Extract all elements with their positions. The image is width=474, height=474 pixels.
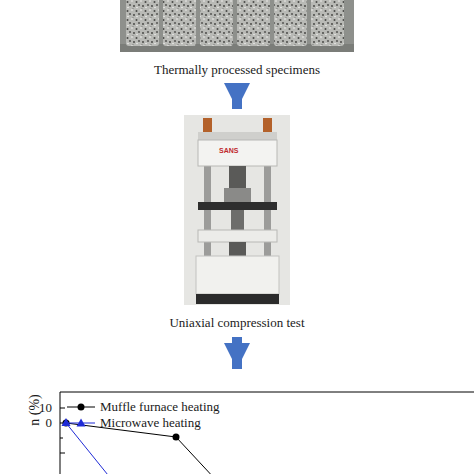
tick-label: 0: [20, 415, 52, 431]
illustration-part: [163, 0, 196, 46]
brand-logo: SANS: [219, 146, 238, 155]
tick-label: 10: [20, 400, 52, 416]
illustration-part: [198, 202, 277, 210]
illustration-part: [203, 118, 212, 132]
legend-sample: [66, 417, 96, 429]
illustration-part: [184, 115, 290, 305]
legend-text: Muffle furnace heating: [100, 399, 220, 415]
illustration-part: [66, 423, 216, 474]
illustration-part: [274, 0, 307, 46]
illustration-part: [66, 423, 112, 474]
illustration-part: [196, 256, 279, 294]
illustration-part: [237, 0, 270, 46]
illustration-part: [231, 210, 244, 230]
photo-panel: Thermally processed specimens: [120, 0, 354, 82]
illustration-part: [311, 0, 344, 46]
illustration-part: [60, 392, 61, 474]
illustration-part: [263, 118, 272, 132]
illustration-part: [229, 166, 246, 188]
panel-caption: Uniaxial compression test: [130, 315, 344, 331]
specimen-photo: [120, 0, 354, 52]
legend-entry: Microwave heating: [66, 415, 201, 431]
illustration-part: [196, 294, 279, 304]
illustration-part: [60, 408, 65, 409]
legend-entry: Muffle furnace heating: [66, 399, 220, 415]
illustration-part: [60, 438, 63, 439]
legend-sample: [66, 401, 96, 413]
legend-text: Microwave heating: [100, 415, 201, 431]
illustration-part: [62, 418, 71, 426]
illustration-part: [198, 140, 277, 166]
chart-legend: Muffle furnace heatingMicrowave heating: [66, 399, 286, 431]
illustration-part: [198, 230, 277, 242]
illustration-part: [173, 434, 180, 441]
photo-panel: Uniaxial compression test: [150, 112, 324, 334]
illustration-part: [60, 453, 65, 454]
chart-panel: n (%)100Muffle furnace heatingMicrowave …: [0, 372, 474, 474]
test-machine-photo: [184, 115, 290, 305]
flow-arrow: [232, 85, 242, 109]
chart-plot: [60, 392, 474, 474]
illustration-part: [200, 0, 233, 46]
panel-caption: Thermally processed specimens: [120, 62, 354, 78]
illustration-part: [229, 242, 246, 256]
illustration-part: [224, 188, 251, 202]
flow-arrow: [232, 337, 242, 369]
illustration-part: [126, 0, 159, 46]
illustration-part: [198, 132, 277, 140]
illustration-part: [60, 392, 474, 393]
